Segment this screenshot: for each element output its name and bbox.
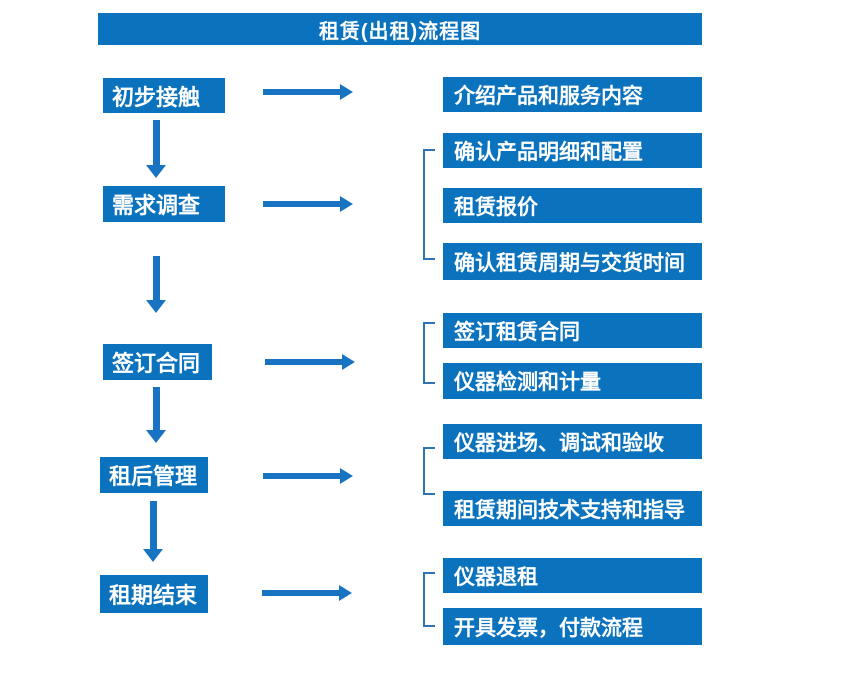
detail-label: 仪器退租 bbox=[454, 565, 538, 589]
detail-label: 租赁报价 bbox=[454, 195, 538, 219]
detail-box-sign-rental-contract: 签订租赁合同 bbox=[443, 313, 702, 348]
detail-label: 确认租赁周期与交货时间 bbox=[454, 251, 685, 275]
step-label: 租后管理 bbox=[109, 464, 198, 489]
title-bar: 租赁(出租)流程图 bbox=[98, 13, 702, 45]
detail-box-instrument-return: 仪器退租 bbox=[443, 558, 702, 593]
step-label: 初步接触 bbox=[112, 84, 201, 110]
detail-box-confirm-rental-period: 确认租赁周期与交货时间 bbox=[443, 243, 702, 280]
detail-label: 仪器进场、调试和验收 bbox=[454, 431, 664, 455]
detail-box-confirm-product-details: 确认产品明细和配置 bbox=[443, 133, 702, 168]
step-box-initial-contact: 初步接触 bbox=[103, 78, 225, 113]
bracket-connector bbox=[423, 447, 435, 495]
arrow-down-icon bbox=[146, 387, 166, 443]
arrow-right-icon bbox=[265, 354, 355, 370]
detail-box-introduce-products: 介绍产品和服务内容 bbox=[443, 77, 702, 112]
detail-label: 仪器检测和计量 bbox=[454, 371, 601, 394]
arrow-right-icon bbox=[263, 84, 353, 100]
step-box-needs-survey: 需求调查 bbox=[103, 186, 225, 222]
detail-box-technical-support: 租赁期间技术支持和指导 bbox=[443, 491, 702, 526]
detail-box-instrument-setup-acceptance: 仪器进场、调试和验收 bbox=[443, 424, 702, 459]
arrow-down-icon bbox=[146, 256, 166, 313]
detail-label: 介绍产品和服务内容 bbox=[454, 84, 643, 108]
arrow-down-icon bbox=[146, 120, 166, 178]
arrow-right-icon bbox=[262, 585, 352, 601]
step-label: 需求调查 bbox=[112, 193, 201, 218]
arrow-down-icon bbox=[143, 501, 163, 562]
arrow-right-icon bbox=[263, 468, 353, 484]
bracket-connector bbox=[423, 149, 435, 260]
detail-box-instrument-testing: 仪器检测和计量 bbox=[443, 363, 702, 399]
detail-box-invoice-payment: 开具发票，付款流程 bbox=[443, 608, 702, 645]
step-box-contract-signing: 签订合同 bbox=[103, 344, 212, 380]
detail-label: 租赁期间技术支持和指导 bbox=[454, 498, 685, 522]
bracket-connector bbox=[423, 572, 435, 627]
bracket-connector bbox=[423, 322, 435, 384]
detail-label: 开具发票，付款流程 bbox=[454, 616, 643, 640]
step-box-post-rental-management: 租后管理 bbox=[100, 457, 208, 493]
detail-label: 签订租赁合同 bbox=[454, 320, 580, 344]
step-label: 租期结束 bbox=[109, 583, 198, 608]
step-label: 签订合同 bbox=[112, 351, 201, 376]
detail-box-rental-quote: 租赁报价 bbox=[443, 188, 702, 223]
step-box-rental-end: 租期结束 bbox=[100, 575, 208, 613]
detail-label: 确认产品明细和配置 bbox=[454, 140, 643, 164]
arrow-right-icon bbox=[263, 196, 353, 212]
page-title: 租赁(出租)流程图 bbox=[318, 20, 482, 43]
